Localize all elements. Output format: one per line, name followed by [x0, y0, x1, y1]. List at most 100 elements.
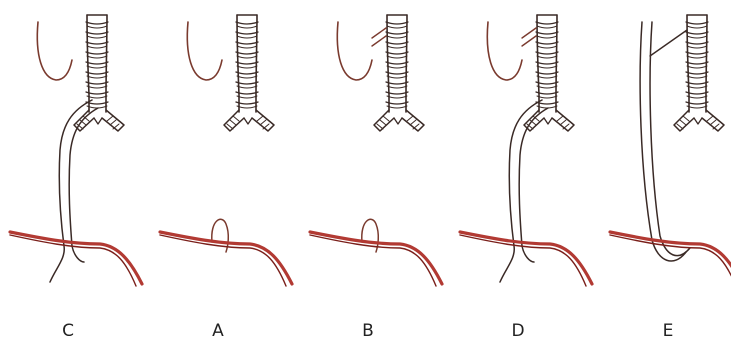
trachea [536, 15, 558, 112]
trachea-ring-inner [237, 86, 257, 88]
bronchus-ring [263, 124, 269, 129]
distal-esophagus-left [500, 100, 542, 282]
left-bronchus [374, 110, 394, 131]
trachea-ring-inner [387, 86, 407, 88]
left-bronchus [224, 110, 244, 131]
left-bronchus [674, 110, 694, 131]
bronchus-ring [560, 120, 566, 125]
bronchus-ring [407, 116, 413, 121]
trachea-ring-inner [387, 106, 407, 108]
trachea-ring-inner [687, 86, 707, 88]
continuous-esophagus-right [650, 22, 690, 256]
bronchus-ring [410, 120, 416, 125]
trachea [686, 15, 708, 112]
trachea-ring-inner [537, 96, 557, 98]
stomach-red-outer [610, 232, 731, 284]
stomach-curve [160, 232, 292, 286]
stomach-curve [310, 232, 442, 286]
upper-esophageal-pouch [487, 22, 522, 80]
trachea-ring [236, 52, 258, 54]
trachea [236, 15, 258, 112]
trachea [86, 15, 108, 112]
upper-esophageal-pouch [37, 22, 72, 80]
panel-label: A [212, 321, 224, 341]
trachea-ring-inner [237, 106, 257, 108]
panel-a: A [160, 15, 292, 341]
trachea-ring-inner [687, 26, 707, 28]
proximal-fistula [522, 28, 536, 38]
proximal-fistula [372, 28, 386, 38]
trachea-ring [536, 42, 558, 44]
distal-esophagus-left [50, 100, 92, 282]
trachea-ring-inner [87, 96, 107, 98]
trachea-ring-inner [687, 76, 707, 78]
trachea-ring-inner [387, 66, 407, 68]
proximal-fistula-wall [522, 36, 536, 46]
trachea-ring-inner [237, 96, 257, 98]
trachea-ring [386, 42, 408, 44]
trachea-ring-inner [87, 26, 107, 28]
carina [544, 118, 552, 124]
bronchus-ring [107, 116, 113, 121]
trachea-ring [536, 62, 558, 64]
bronchus-ring [110, 120, 116, 125]
trachea-ring-inner [87, 106, 107, 108]
trachea-ring-inner [387, 56, 407, 58]
bronchi [374, 110, 424, 131]
panel-e: E [610, 15, 731, 341]
trachea-ring-inner [537, 66, 557, 68]
trachea-ring [686, 72, 708, 74]
bronchus-ring [710, 120, 716, 125]
trachea-ring-inner [87, 66, 107, 68]
trachea-ring-inner [87, 56, 107, 58]
carina [394, 118, 402, 124]
trachea-ring [686, 52, 708, 54]
trachea-ring-inner [237, 26, 257, 28]
trachea-ring-inner [87, 36, 107, 38]
trachea-ring-inner [237, 66, 257, 68]
trachea-right-wall [256, 15, 257, 112]
trachea-ring [86, 52, 108, 54]
trachea-ring [86, 32, 108, 34]
trachea-ring-inner [537, 106, 557, 108]
bronchus-ring [230, 120, 236, 125]
trachea-ring [236, 42, 258, 44]
trachea-ring [386, 62, 408, 64]
bronchus-ring [713, 124, 719, 129]
trachea-ring-inner [237, 36, 257, 38]
trachea-ring-inner [537, 26, 557, 28]
stomach-curve [460, 232, 592, 286]
h-fistula [650, 30, 687, 56]
panel-label: B [362, 321, 374, 341]
upper-esophageal-pouch [337, 22, 372, 80]
bronchus-ring [557, 116, 563, 121]
trachea-ring [86, 22, 108, 24]
right-bronchus [252, 110, 274, 131]
trachea-ring-inner [537, 36, 557, 38]
trachea-ring-inner [237, 76, 257, 78]
bronchi [224, 110, 274, 131]
bronchus-ring [260, 120, 266, 125]
trachea-right-wall [106, 15, 107, 112]
trachea-ring [536, 32, 558, 34]
trachea-ring-inner [387, 76, 407, 78]
bronchus-ring [683, 116, 689, 121]
trachea-ring-inner [87, 76, 107, 78]
trachea-ring-inner [87, 86, 107, 88]
trachea-ring-inner [537, 56, 557, 58]
trachea-ring-inner [687, 106, 707, 108]
panel-c: C [10, 15, 142, 341]
trachea-ring-inner [537, 46, 557, 48]
trachea-ring-inner [237, 56, 257, 58]
carina [94, 118, 102, 124]
trachea-ring [386, 32, 408, 34]
trachea-ring [86, 62, 108, 64]
trachea-ring-inner [687, 96, 707, 98]
bronchus-ring [380, 120, 386, 125]
trachea-ring [386, 52, 408, 54]
trachea-ring-inner [687, 46, 707, 48]
trachea [386, 15, 408, 112]
trachea-right-wall [556, 15, 557, 112]
trachea-ring-inner [537, 76, 557, 78]
